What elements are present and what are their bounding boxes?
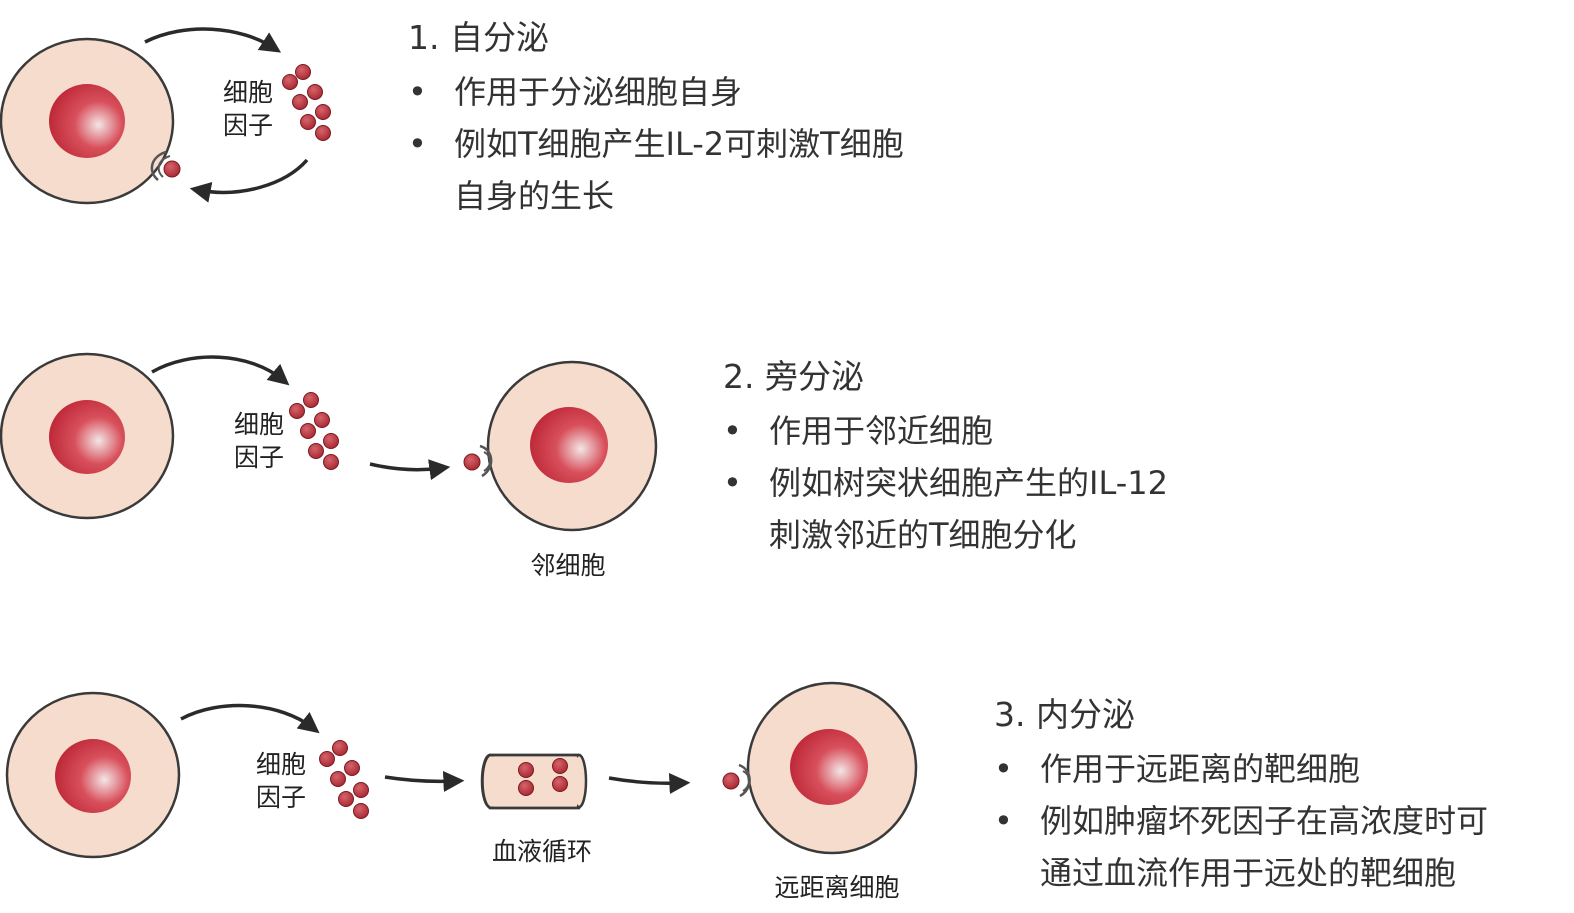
section-autocrine: 1. 自分泌 • 作用于分泌细胞自身 • 例如T细胞产生IL-2可刺激T细胞 自… (408, 18, 904, 222)
cell-nucleus (49, 400, 125, 474)
receptor-inner (742, 770, 750, 792)
bullet-dot: • (408, 125, 427, 163)
autocrine-arrow-back (189, 158, 309, 203)
bullet-text: 例如肿瘤坏死因子在高浓度时可 (1040, 802, 1489, 840)
bullet-text: 作用于远距离的靶细胞 (1040, 750, 1361, 788)
bullet-text: 作用于邻近细胞 (769, 412, 994, 450)
bullet-item: • 作用于分泌细胞自身 (408, 66, 904, 118)
bound-cytokine (722, 772, 740, 790)
bound-cytokine (163, 160, 181, 178)
bullet-dot: • (723, 412, 742, 450)
cytokine-label-1: 细胞 因子 (218, 76, 278, 142)
cell-nucleus (790, 729, 868, 805)
arrow-to-distant-cell (608, 773, 691, 795)
cytokine-label-line1: 细胞 (255, 750, 306, 779)
cytokine-label-line1: 细胞 (233, 410, 284, 439)
neighbor-cell-label: 邻细胞 (530, 551, 606, 580)
arrow-to-blood (384, 771, 465, 793)
bullet-dot: • (408, 73, 427, 111)
bullet-item: • 作用于邻近细胞 (723, 405, 1168, 457)
bullet-text-cont: 自身的生长 (454, 177, 615, 215)
cell-nucleus (49, 84, 125, 158)
section-title: 2. 旁分泌 (723, 357, 864, 396)
paracrine-arrow-to-neighbor (369, 459, 451, 481)
paracrine-group (0, 352, 658, 532)
bullet-item: • 例如T细胞产生IL-2可刺激T细胞 自身的生长 (408, 118, 904, 222)
bullet-item: • 作用于远距离的靶细胞 (994, 743, 1488, 795)
bullet-text-cont: 刺激邻近的T细胞分化 (769, 516, 1077, 554)
bullet-dot: • (723, 464, 742, 502)
cell-nucleus (530, 407, 608, 483)
cytokine-label-2: 细胞 因子 (229, 408, 289, 474)
cytokine-label-3: 细胞 因子 (251, 748, 311, 814)
cytokine-label-line2: 因子 (255, 783, 306, 812)
receptor (150, 150, 167, 181)
bound-cytokine (463, 453, 481, 471)
receptor-inner (483, 451, 491, 472)
bullet-item: • 例如树突状细胞产生的IL-12 刺激邻近的T细胞分化 (723, 457, 1168, 561)
bullet-text: 作用于分泌细胞自身 (454, 73, 743, 111)
section-paracrine: 2. 旁分泌 • 作用于邻近细胞 • 例如树突状细胞产生的IL-12 刺激邻近的… (723, 357, 1168, 561)
bullet-text: 例如T细胞产生IL-2可刺激T细胞 (454, 125, 904, 163)
bullet-text-cont: 通过血流作用于远处的靶细胞 (1040, 854, 1457, 892)
cytokine-label-line2: 因子 (222, 111, 273, 140)
section-title: 3. 内分泌 (994, 695, 1135, 734)
bullet-dot: • (994, 750, 1013, 788)
section-title: 1. 自分泌 (408, 18, 549, 57)
bullet-item: • 例如肿瘤坏死因子在高浓度时可 通过血流作用于远处的靶细胞 (994, 795, 1488, 899)
blood-circulation-label: 血液循环 (491, 837, 592, 866)
cell-nucleus (55, 739, 131, 813)
receptor (479, 444, 493, 478)
endocrine-group (5, 681, 918, 859)
autocrine-group (0, 27, 331, 205)
cytokine-molecules (282, 64, 331, 141)
cytokine-molecules (319, 740, 369, 819)
distant-cell-label: 远距离细胞 (774, 873, 900, 902)
bullet-dot: • (994, 802, 1013, 840)
section-endocrine: 3. 内分泌 • 作用于远距离的靶细胞 • 例如肿瘤坏死因子在高浓度时可 通过血… (994, 695, 1488, 899)
paracrine-arrow-out (151, 355, 290, 386)
endocrine-arrow-out (180, 703, 320, 734)
blood-vessel-icon (480, 753, 588, 810)
cytokine-label-line2: 因子 (233, 443, 284, 472)
cytokine-label-line1: 细胞 (222, 78, 273, 107)
autocrine-arrow-out (144, 27, 282, 53)
receptor-inner (157, 155, 171, 178)
cytokine-molecules (289, 392, 339, 470)
bullet-text: 例如树突状细胞产生的IL-12 (769, 464, 1168, 502)
